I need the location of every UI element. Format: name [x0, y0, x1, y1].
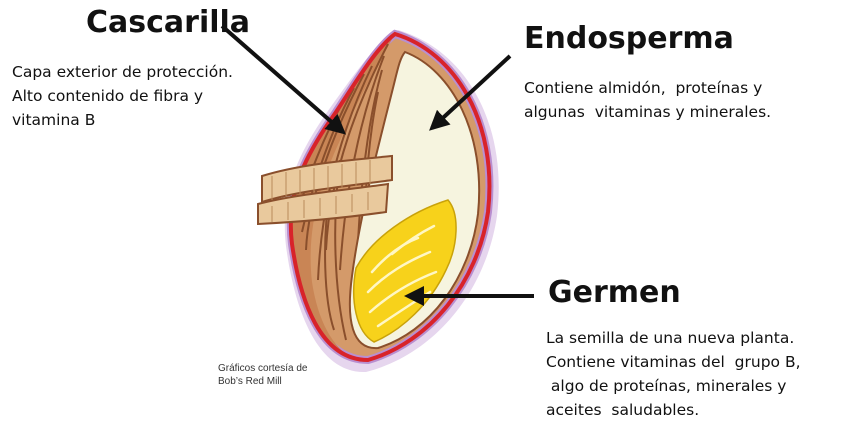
cascarilla-description: Capa exterior de protección. Alto conten… [12, 60, 282, 132]
cascarilla-line-3: vitamina B [12, 108, 282, 132]
credit-line-1: Gráficos cortesía de [218, 362, 307, 375]
endosperma-line-2: algunas vitaminas y minerales. [524, 100, 834, 124]
germen-line-4: aceites saludables. [546, 398, 840, 422]
cascarilla-line-1: Capa exterior de protección. [12, 60, 282, 84]
germen-title: Germen [548, 278, 681, 308]
endosperma-title: Endosperma [524, 24, 734, 54]
germen-line-1: La semilla de una nueva planta. [546, 326, 840, 350]
germen-description: La semilla de una nueva planta. Contiene… [546, 326, 840, 422]
image-credit: Gráficos cortesía de Bob’s Red Mill [218, 362, 307, 388]
germen-line-3: algo de proteínas, minerales y [546, 374, 840, 398]
germen-line-2: Contiene vitaminas del grupo B, [546, 350, 840, 374]
cascarilla-title: Cascarilla [86, 8, 250, 38]
endosperma-line-1: Contiene almidón, proteínas y [524, 76, 834, 100]
credit-line-2: Bob’s Red Mill [218, 375, 307, 388]
endosperma-description: Contiene almidón, proteínas y algunas vi… [524, 76, 834, 124]
cascarilla-line-2: Alto contenido de fibra y [12, 84, 282, 108]
